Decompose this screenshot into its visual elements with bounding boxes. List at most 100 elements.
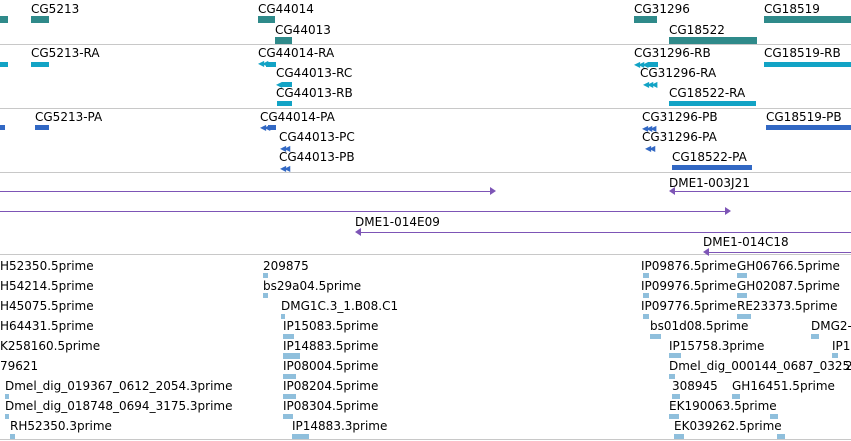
est-feature[interactable] (643, 273, 649, 278)
est-label[interactable]: IP14883.3prime (292, 419, 388, 433)
est-label[interactable]: H54214.5prime (0, 279, 94, 293)
clone-feature[interactable] (709, 252, 851, 253)
est-label[interactable]: IP09776.5prime (641, 299, 737, 313)
gene-feature[interactable] (0, 16, 8, 23)
est-feature[interactable] (281, 314, 285, 319)
transcript-label[interactable]: CG31296-RB (634, 46, 711, 60)
est-label[interactable]: IP15083.5prime (283, 319, 379, 333)
est-label[interactable]: H52350.5prime (0, 259, 94, 273)
est-feature[interactable] (643, 293, 649, 298)
transcript-feature[interactable] (31, 62, 49, 67)
est-label[interactable]: GH06766.5prime (737, 259, 840, 273)
est-label[interactable]: EK190063.5prime (669, 399, 777, 413)
est-feature[interactable] (5, 394, 9, 399)
transcript-label[interactable]: CG18522-RA (669, 86, 746, 100)
est-feature[interactable] (737, 314, 751, 319)
transcript-label[interactable]: CG44013-RB (276, 86, 353, 100)
gene-feature[interactable] (275, 37, 292, 44)
clone-feature[interactable] (361, 232, 851, 233)
est-label[interactable]: bs29a04.5prime (263, 279, 362, 293)
clone-label[interactable]: DME1-003J21 (669, 176, 750, 190)
protein-label[interactable]: CG44013-PB (279, 150, 355, 164)
est-label[interactable]: Dmel_dig_019367_0612_2054.3prime (5, 379, 233, 393)
est-feature[interactable] (650, 334, 661, 339)
transcript-feature[interactable] (0, 62, 8, 67)
est-feature[interactable] (732, 394, 740, 399)
est-label[interactable]: K258160.5prime (0, 339, 101, 353)
est-feature[interactable] (669, 414, 679, 419)
gene-label[interactable]: CG18519 (764, 2, 820, 16)
est-feature[interactable] (811, 334, 819, 339)
est-feature[interactable] (672, 394, 680, 399)
est-feature[interactable] (669, 353, 681, 358)
transcript-feature[interactable] (266, 62, 276, 67)
est-feature[interactable] (283, 374, 296, 379)
protein-feature[interactable] (0, 125, 5, 130)
est-label[interactable]: EK039262.5prime (674, 419, 782, 433)
protein-feature[interactable] (672, 165, 752, 170)
transcript-feature[interactable] (282, 82, 292, 87)
gene-label[interactable]: CG5213 (31, 2, 80, 16)
clone-label[interactable]: DME1-014C18 (703, 235, 789, 249)
protein-label[interactable]: CG31296-PA (642, 130, 717, 144)
est-label[interactable]: IP15758.3prime (669, 339, 765, 353)
gene-feature[interactable] (669, 37, 757, 44)
est-label[interactable]: IP14883.5prime (283, 339, 379, 353)
est-label[interactable]: Dmel_dig_018748_0694_3175.3prime (5, 399, 233, 413)
est-feature[interactable] (5, 414, 9, 419)
est-label[interactable]: IP09876.5prime (641, 259, 737, 273)
est-label[interactable]: H64431.5prime (0, 319, 94, 333)
gene-feature[interactable] (764, 16, 851, 23)
est-feature[interactable] (777, 434, 785, 439)
est-feature[interactable] (283, 414, 293, 419)
transcript-feature[interactable] (764, 62, 851, 67)
protein-label[interactable]: CG5213-PA (35, 110, 103, 124)
est-label[interactable]: Dmel_dig_000144_0687_0325 (669, 359, 851, 373)
est-label[interactable]: RE23373.5prime (737, 299, 838, 313)
est-label[interactable]: IP09976.5prime (641, 279, 737, 293)
est-feature[interactable] (832, 353, 838, 358)
est-feature[interactable] (737, 273, 747, 278)
clone-feature[interactable] (675, 191, 851, 192)
gene-feature[interactable] (31, 16, 49, 23)
protein-label[interactable]: CG18519-PB (766, 110, 842, 124)
est-label[interactable]: GH16451.5prime (732, 379, 835, 393)
est-feature[interactable] (283, 334, 294, 339)
est-feature[interactable] (292, 434, 309, 439)
protein-label[interactable]: CG18522-PA (672, 150, 747, 164)
gene-feature[interactable] (258, 16, 275, 23)
est-label[interactable]: IP08304.5prime (283, 399, 379, 413)
est-label[interactable]: GH02087.5prime (737, 279, 840, 293)
protein-label[interactable]: CG31296-PB (642, 110, 718, 124)
transcript-label[interactable]: CG44014-RA (258, 46, 335, 60)
clone-feature[interactable] (0, 211, 725, 212)
est-label[interactable]: IP08204.5prime (283, 379, 379, 393)
gene-label[interactable]: CG44013 (275, 23, 331, 37)
est-feature[interactable] (770, 414, 778, 419)
est-feature[interactable] (263, 273, 268, 278)
gene-label[interactable]: CG31296 (634, 2, 690, 16)
protein-feature[interactable] (268, 125, 276, 130)
clone-label[interactable]: DME1-014E09 (355, 215, 440, 229)
est-label[interactable]: 209875 (263, 259, 309, 273)
est-feature[interactable] (10, 434, 15, 439)
est-label[interactable]: RH52350.3prime (10, 419, 112, 433)
est-label[interactable]: IP1 (832, 339, 851, 353)
est-label[interactable]: DMG2- (811, 319, 851, 333)
est-label[interactable]: 2 (845, 359, 851, 373)
protein-feature[interactable] (35, 125, 49, 130)
transcript-label[interactable]: CG31296-RA (640, 66, 717, 80)
est-feature[interactable] (674, 434, 684, 439)
protein-feature[interactable] (766, 125, 851, 130)
clone-feature[interactable] (0, 191, 490, 192)
est-feature[interactable] (643, 314, 649, 319)
est-feature[interactable] (283, 394, 296, 399)
est-feature[interactable] (669, 374, 675, 379)
transcript-label[interactable]: CG5213-RA (31, 46, 100, 60)
est-label[interactable]: H45075.5prime (0, 299, 94, 313)
protein-label[interactable]: CG44013-PC (279, 130, 355, 144)
transcript-feature[interactable] (277, 101, 292, 106)
est-feature[interactable] (283, 353, 300, 359)
est-feature[interactable] (737, 293, 747, 298)
est-label[interactable]: bs01d08.5prime (650, 319, 749, 333)
